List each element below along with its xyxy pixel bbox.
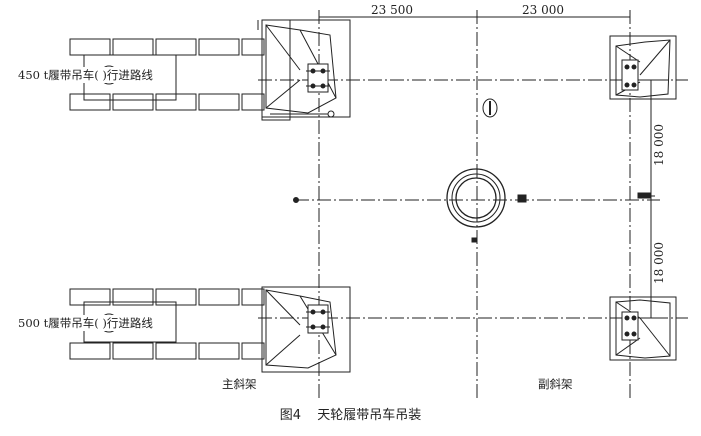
crane-450-label: 450 t履带吊车( )行进路线 <box>18 67 153 83</box>
main-frame-foundation-top <box>261 19 351 118</box>
top-dimension-line <box>318 10 631 24</box>
wheel-top-marker <box>482 98 498 118</box>
crane-450-track <box>69 19 335 121</box>
figure-title: 天轮履带吊车吊装 <box>317 408 422 423</box>
figure-caption: 图4 天轮履带吊车吊装 <box>0 404 701 423</box>
dimension-span-upper: 18 000 <box>652 124 666 166</box>
dimension-span-lower: 18 000 <box>652 242 666 284</box>
dimension-span-right: 23 000 <box>522 3 564 17</box>
crane-500-track <box>69 288 265 360</box>
aux-frame-foundation-bottom <box>609 296 677 361</box>
main-frame-foundation-bottom <box>261 286 351 373</box>
main-frame-label: 主斜架 <box>222 377 257 391</box>
crane-500-label: 500 t履带吊车( )行进路线 <box>18 315 153 331</box>
dimension-span-left: 23 500 <box>371 3 413 17</box>
figure-number: 图4 <box>279 408 302 423</box>
central-wheel <box>446 168 527 243</box>
aux-frame-label: 副斜架 <box>538 377 573 391</box>
aux-frame-foundation-top <box>609 35 677 100</box>
